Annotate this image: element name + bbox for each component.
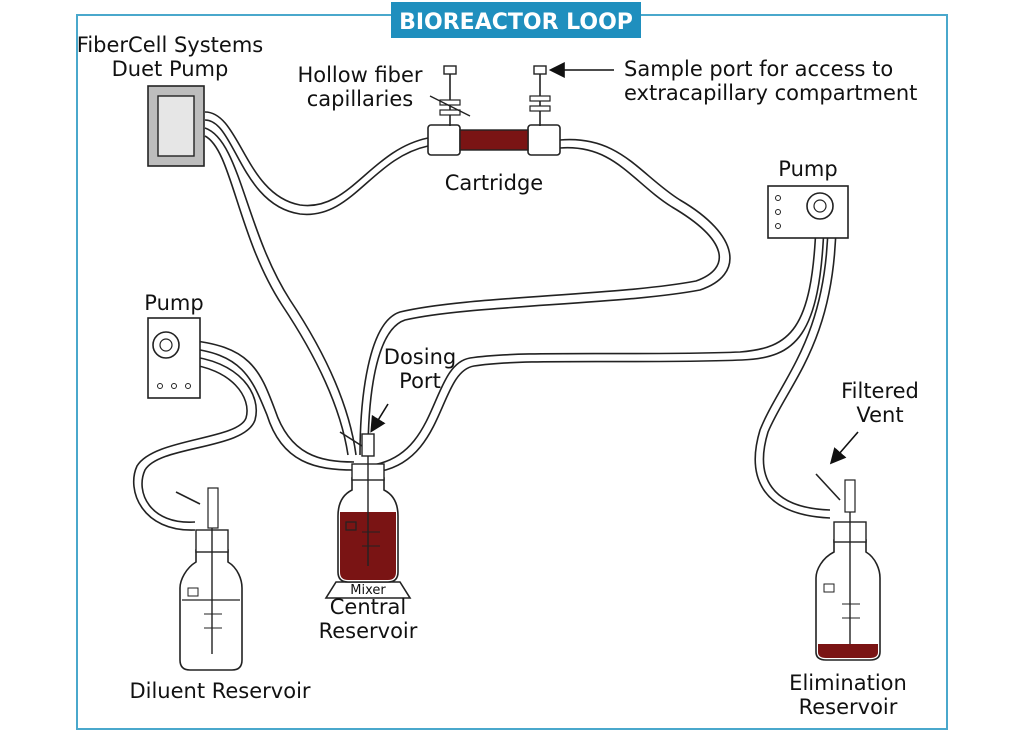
- dosing-port: [361, 433, 375, 457]
- tube-rightpump-to-elimination-wall: [762, 224, 837, 511]
- hollow-fiber-capillaries: [459, 129, 529, 151]
- cartridge-left-cap: [427, 124, 461, 156]
- diluent-bottle: [179, 549, 243, 671]
- duet-pump-screen: [157, 95, 195, 157]
- tube-rightpump-to-central-wall: [375, 224, 825, 473]
- filtered-vent: [815, 473, 841, 501]
- mixer-label: Mixer: [350, 583, 386, 598]
- tube-rightpump-to-central: [371, 224, 817, 466]
- tubing: [132, 111, 837, 531]
- tube-rightpump-to-elimination: [754, 224, 831, 519]
- filtered-vent-label-line1: Filtered: [841, 379, 919, 403]
- duet-pump: [147, 85, 205, 167]
- hollow-fiber-label-line2: capillaries: [307, 87, 413, 111]
- tube-duet-to-central-wall: [204, 135, 349, 456]
- cartridge-label: Cartridge: [445, 171, 543, 195]
- right-pump-label: Pump: [778, 157, 837, 181]
- sample-port-left: [429, 65, 471, 126]
- tube-duet-to-cartridge: [204, 111, 429, 207]
- left-pump-label: Pump: [144, 291, 203, 315]
- diagram-title: BIOREACTOR LOOP: [399, 10, 633, 35]
- cartridge-right-cap: [527, 124, 561, 156]
- elimination-reservoir: [815, 473, 881, 661]
- title-banner: BIOREACTOR LOOP: [391, 2, 641, 38]
- left-pump-body: [147, 317, 201, 399]
- right-pump: [767, 185, 849, 239]
- central-reservoir-label-line1: Central: [330, 595, 406, 619]
- tube-cartridge-loop-wall: [359, 147, 721, 456]
- cartridge: [427, 65, 561, 156]
- elimination-reservoir-label-line2: Reservoir: [799, 695, 898, 719]
- elimination-bottle: [815, 539, 881, 661]
- tube-leftpump-to-diluent-wall: [132, 363, 248, 531]
- tube-leftpump-to-central: [184, 339, 355, 463]
- dosing-port-arrow: [370, 403, 389, 433]
- tube-duet-to-central: [204, 127, 357, 456]
- sample-port-label-line1: Sample port for access to: [624, 57, 893, 81]
- filtered-vent-arrow: [829, 431, 859, 465]
- dosing-port-label-line1: Dosing: [384, 345, 456, 369]
- elimination-media: [818, 644, 878, 658]
- sample-port-right: [529, 65, 551, 126]
- tube-leftpump-to-central-wall: [184, 347, 355, 471]
- sample-port-label-line2: extracapillary compartment: [624, 81, 917, 105]
- tube-cartridge-loop: [367, 138, 731, 456]
- dosing-port-label-line2: Port: [399, 369, 441, 393]
- central-reservoir: [324, 431, 412, 599]
- diluent-reservoir-label: Diluent Reservoir: [129, 679, 310, 703]
- diluent-reservoir: [175, 487, 243, 671]
- left-pump: [147, 317, 201, 399]
- hollow-fiber-label-line1: Hollow fiber: [297, 63, 422, 87]
- duet-pump-label-line2: Duet Pump: [112, 57, 229, 81]
- filtered-vent-label-line2: Vent: [856, 403, 903, 427]
- central-reservoir-label-line2: Reservoir: [319, 619, 418, 643]
- duet-pump-label-line1: FiberCell Systems: [77, 33, 263, 57]
- tube-leftpump-to-diluent: [141, 355, 257, 523]
- tube-duet-to-cartridge-wall: [204, 119, 429, 216]
- elimination-reservoir-label-line1: Elimination: [789, 671, 907, 695]
